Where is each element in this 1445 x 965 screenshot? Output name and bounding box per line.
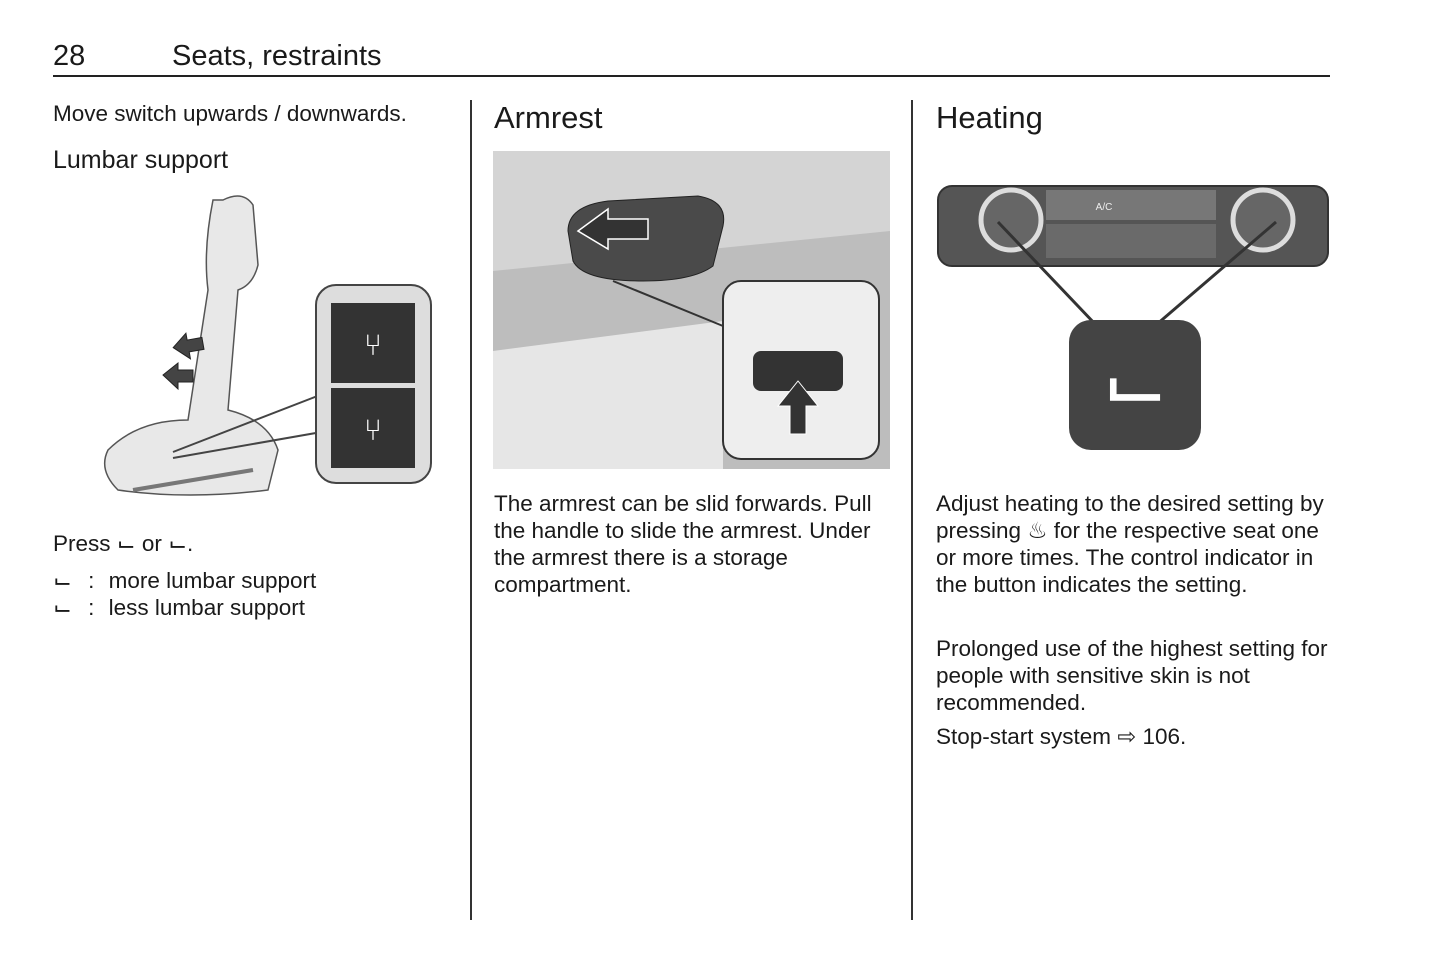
more-lumbar-icon: ⌙ bbox=[53, 568, 72, 593]
ac-label: A/C bbox=[1096, 202, 1113, 213]
heating-text: for the respective seat one or more time… bbox=[936, 518, 1319, 597]
seat-heating-icon: ♨ bbox=[1027, 518, 1048, 543]
lumbar-heading: Lumbar support bbox=[53, 146, 229, 174]
xref-page[interactable]: 106. bbox=[1142, 724, 1187, 749]
xref-text: Stop-start system bbox=[936, 724, 1112, 749]
legend-sep: : bbox=[88, 595, 95, 620]
column-divider bbox=[911, 100, 913, 920]
or-text: or bbox=[141, 531, 162, 556]
press-text: Press bbox=[53, 531, 111, 556]
svg-text:⑂: ⑂ bbox=[364, 414, 382, 447]
more-lumbar-icon: ⌙ bbox=[116, 531, 136, 556]
header-rule bbox=[53, 75, 1330, 77]
heating-text: Adjust heating to the desired setting by… bbox=[936, 491, 1324, 543]
legend-text: less lumbar support bbox=[108, 595, 305, 620]
period: . bbox=[187, 531, 194, 556]
armrest-illustration bbox=[493, 151, 890, 469]
press-instruction: Press ⌙ or ⌙. bbox=[53, 530, 193, 557]
lumbar-illustration: ⑂ ⑂ bbox=[53, 190, 443, 510]
page-number: 28 bbox=[53, 40, 86, 72]
armrest-heading: Armrest bbox=[494, 100, 603, 135]
less-lumbar-icon: ⌙ bbox=[53, 595, 72, 620]
column-divider bbox=[470, 100, 472, 920]
heating-para-1: Adjust heating to the desired setting by… bbox=[936, 490, 1336, 598]
cross-reference[interactable]: Stop-start system ⇨ 106. bbox=[936, 723, 1186, 750]
intro-text: Move switch upwards / downwards. bbox=[53, 101, 407, 126]
arrow-right-icon: ⇨ bbox=[1117, 724, 1137, 749]
armrest-body: The armrest can be slid forwards. Pull t… bbox=[494, 491, 872, 597]
legend-more: ⌙ : more lumbar support bbox=[53, 567, 316, 594]
less-lumbar-icon: ⌙ bbox=[168, 531, 188, 556]
section-title: Seats, restraints bbox=[172, 40, 382, 72]
heating-heading: Heating bbox=[936, 100, 1043, 135]
legend-text: more lumbar support bbox=[108, 568, 317, 593]
svg-text:⌙: ⌙ bbox=[1101, 340, 1168, 429]
climate-panel-illustration: A/C ⌙ bbox=[936, 180, 1331, 455]
legend-less: ⌙ : less lumbar support bbox=[53, 594, 305, 621]
heating-para-2: Prolonged use of the highest setting for… bbox=[936, 636, 1328, 715]
legend-sep: : bbox=[88, 568, 95, 593]
svg-text:⑂: ⑂ bbox=[364, 329, 382, 362]
